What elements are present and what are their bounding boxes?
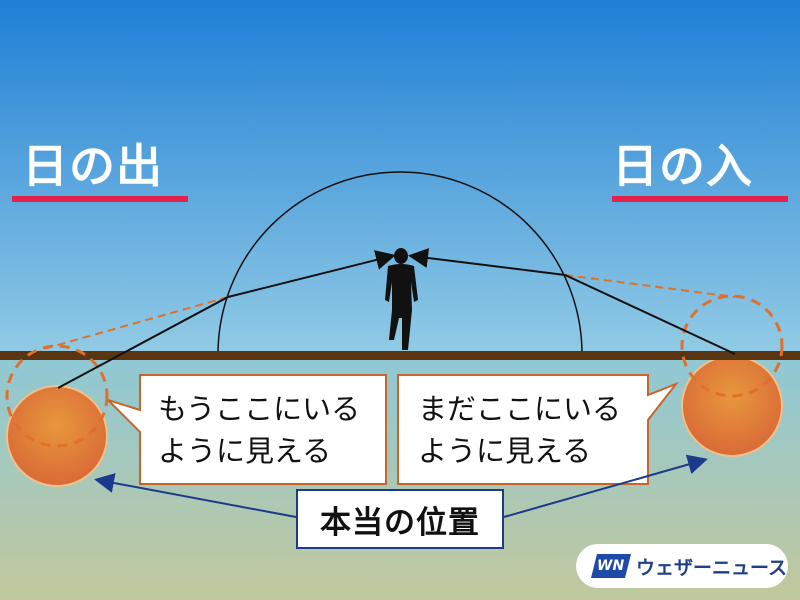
- sunset-title: 日の入: [612, 139, 753, 193]
- sunrise-title-underline: [12, 196, 188, 202]
- projection-line-left: [39, 296, 229, 351]
- weathernews-mark-icon: WN: [591, 554, 631, 578]
- callout-bubble-left: [107, 374, 387, 485]
- true-position-label: 本当の位置: [320, 504, 480, 541]
- apparent-sun-right: [680, 294, 784, 398]
- true-sun-left: [6, 385, 108, 487]
- sunrise-title: 日の出: [22, 139, 163, 193]
- true-position-arrow-right: [503, 454, 708, 518]
- light-ray-right: [408, 248, 736, 355]
- logo-name: ウェザーニュース: [636, 556, 788, 579]
- weathernews-logo: WN ウェザーニュース: [576, 544, 788, 588]
- callout-sunrise-text: もうここにいる ように見える: [158, 392, 361, 468]
- logo-mark-text: WN: [597, 558, 625, 574]
- true-position-box: 本当の位置: [296, 489, 504, 549]
- person-silhouette-icon: [385, 248, 418, 350]
- true-sun-right: [681, 355, 783, 457]
- apparent-sun-left: [5, 344, 109, 448]
- horizon-line: [0, 351, 800, 360]
- callout-bubble-right: [397, 374, 680, 485]
- projection-line-right: [564, 274, 736, 298]
- celestial-arc: [217, 171, 583, 355]
- true-position-arrow-left: [94, 473, 297, 518]
- callout-sunset-text: まだここにいる ように見える: [418, 392, 622, 468]
- sunset-title-underline: [612, 196, 788, 202]
- light-ray-left: [57, 250, 396, 389]
